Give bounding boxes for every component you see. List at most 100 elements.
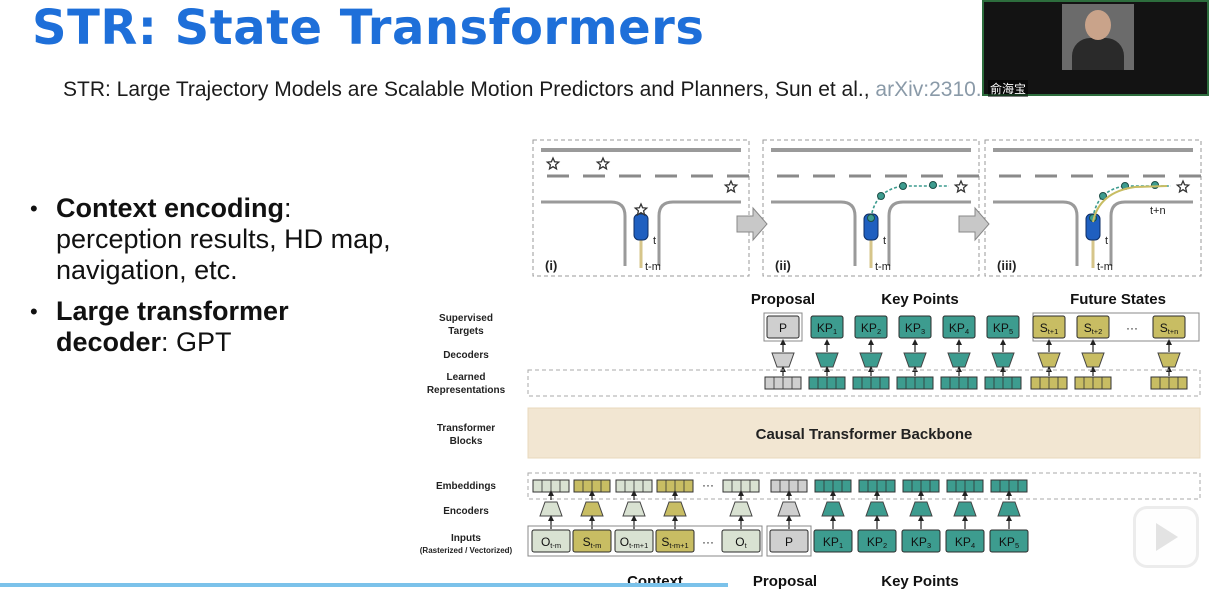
road-curb [887,200,971,266]
input-token [769,529,809,553]
panel-frame [532,139,750,277]
input-token-label: KP2 [867,535,887,550]
encoder-block [997,501,1021,517]
scenario-panel: (iii)tt+nt-m [984,139,1202,277]
target-token-label: KP2 [861,321,881,336]
target-token [1152,315,1186,339]
video-progress-bar[interactable] [0,583,728,587]
speaker-video[interactable]: 俞海宝 [982,0,1209,97]
embedding-ellipsis: ··· [702,478,714,492]
input-token [655,529,695,553]
target-token [1032,315,1066,339]
footer-proposal: Proposal [753,573,817,590]
speaker-image [1062,4,1134,70]
target-token-label: St+2 [1084,321,1103,336]
target-token [1076,315,1110,339]
input-token [857,529,897,553]
learned-representation [896,376,934,390]
row-label-decoders: Decoders [443,350,489,361]
learned-representation [1150,376,1188,390]
backbone-label: Causal Transformer Backbone [756,426,973,443]
encoder-block [580,501,604,517]
panel-label: (i) [545,258,557,273]
goal-star-icon [953,179,969,194]
road-curb [541,200,627,266]
bullet-dot-icon: • [30,299,38,324]
bullet-transformer-decoder: • Large transformer decoder: GPT [30,296,400,358]
context-frame [527,525,763,557]
transformer-backbone [527,407,1201,459]
embedding [722,479,760,493]
target-token [986,315,1020,339]
embedding [990,479,1028,493]
decoder-block [991,352,1015,368]
bullet-rest: : perception results, HD map, navigation… [56,193,391,285]
decoder-block [1157,352,1181,368]
time-label: t-m [875,261,891,273]
scenario-panel: (ii) t t-m [762,139,980,277]
input-token-label: KP1 [823,535,843,550]
input-token [721,529,761,553]
input-token-label: KP5 [999,535,1019,550]
time-label: t+n [1150,205,1166,217]
road-curb [771,200,857,266]
play-button-icon[interactable] [1133,506,1199,568]
row-label-inputs-sub: (Rasterized / Vectorized) [420,546,513,555]
learned-representation [984,376,1022,390]
time-label: t [883,235,886,247]
decoder-block [1081,352,1105,368]
input-token-label: St-m [583,535,602,550]
row-label-embeddings: Embeddings [436,481,496,492]
bullet-bold: Large transformer decoder [56,296,289,357]
input-token [531,529,571,553]
target-token [810,315,844,339]
row-label-encoders: Encoders [443,506,489,517]
row-label-supervised: Targets [448,326,484,337]
keypoint-dot [1099,192,1107,200]
learned-representation [852,376,890,390]
panel-label: (iii) [997,258,1017,273]
embedding [814,479,852,493]
target-token [766,315,800,339]
learned-representation [764,376,802,390]
input-token [989,529,1029,553]
input-ellipsis: ··· [702,535,714,549]
next-step-arrow-icon [958,206,990,242]
target-token-label: St+1 [1040,321,1059,336]
input-token-label: Ot [735,535,747,550]
target-token-label: KP5 [993,321,1013,336]
play-triangle-icon [1156,523,1178,551]
decoder-block [859,352,883,368]
goal-star-icon [723,179,739,194]
target-token [898,315,932,339]
footer-keypoints: Key Points [881,573,959,590]
input-token [945,529,985,553]
row-label-learned: Representations [427,385,506,396]
keypoint-dot [877,192,885,200]
row-label-supervised: Supervised [439,313,493,324]
decoder-block [947,352,971,368]
input-token-label: KP4 [955,535,975,550]
learned-representation [1074,376,1112,390]
goal-star-icon [545,156,561,171]
encoder-block [953,501,977,517]
bullet-rest: : GPT [161,327,232,357]
paper-citation: STR: Large Trajectory Models are Scalabl… [63,78,1040,102]
embedding [770,479,808,493]
header-future-states: Future States [1070,291,1166,308]
embeddings-row-frame [527,472,1201,500]
input-token [901,529,941,553]
time-label: t-m [1097,261,1113,273]
input-token-label: Ot-m [541,535,561,550]
speaker-head [1085,10,1111,40]
bullet-bold: Context encoding [56,193,284,223]
row-label-learned: Learned [447,372,486,383]
road-curb [993,200,1079,266]
input-token-label: St-m+1 [661,535,688,550]
panel-label: (ii) [775,258,791,273]
scenario-panel: (i)tt-m [532,139,750,277]
encoder-block [865,501,889,517]
learned-representation [940,376,978,390]
